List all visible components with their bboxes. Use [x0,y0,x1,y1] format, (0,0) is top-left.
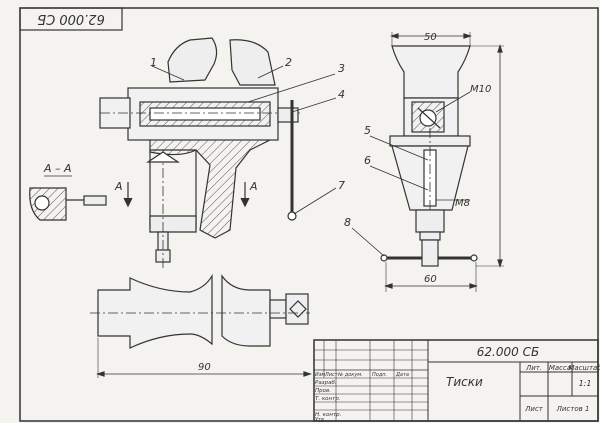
header-scale: Масштаб [568,364,600,372]
rotated-code: 62.000 СБ [37,11,105,26]
rotated-code-box: 62.000 СБ [19,7,123,31]
section-a-a: А – А [29,162,107,221]
title-block [313,339,599,422]
col-date: Дата [395,372,409,378]
row-label: Т. контр. [315,396,341,402]
scale-value: 1:1 [579,379,592,388]
col-doc: № докум. [337,372,363,378]
side-view [351,32,504,292]
part-number: 4 [338,88,345,101]
title-block-code: 62.000 СБ [477,345,539,359]
dim-plan-length: 90 [198,362,211,373]
title-block-name: Тиски [446,375,483,389]
part-number: 6 [364,154,371,167]
row-label: Н. контр. [315,412,342,418]
col-list: Лист [324,372,339,378]
part-number: 5 [364,124,371,137]
dim-base-width: 60 [424,274,437,285]
part-number: 1 [150,56,157,69]
sheets-label: Листов 1 [556,405,590,413]
frame-border [19,7,599,422]
row-label: Пров. [315,388,331,394]
row-label: Разраб. [315,380,337,386]
part-number: 3 [338,62,345,75]
part-number: 2 [285,56,292,69]
row-label: Утв. [315,417,326,423]
header-lit: Лит. [525,364,542,372]
sheet-label: Лист [524,405,544,413]
section-label: А – А [43,162,72,175]
dim-thread-m10: М10 [470,84,491,95]
part-numbers-front: 1 2 3 4 7 А А [114,56,345,193]
part-number: 7 [338,179,345,192]
title-block-text: 62.000 СБ Тиски Лит. Масса Масштаб 1:1 Л… [315,345,600,423]
side-view-labels: 50 М10 М8 60 5 6 8 [344,32,491,285]
header-mass: Масса [549,364,571,372]
dim-top-width: 50 [424,32,437,43]
cut-mark-left: А [114,180,123,193]
part-number: 8 [344,216,351,229]
col-sign: Подп. [372,372,387,378]
col-izm: Изм [315,372,325,378]
front-view [99,37,337,270]
plan-view [90,273,312,378]
dim-thread-m8: М8 [455,198,470,209]
cut-mark-right: А [249,180,258,193]
